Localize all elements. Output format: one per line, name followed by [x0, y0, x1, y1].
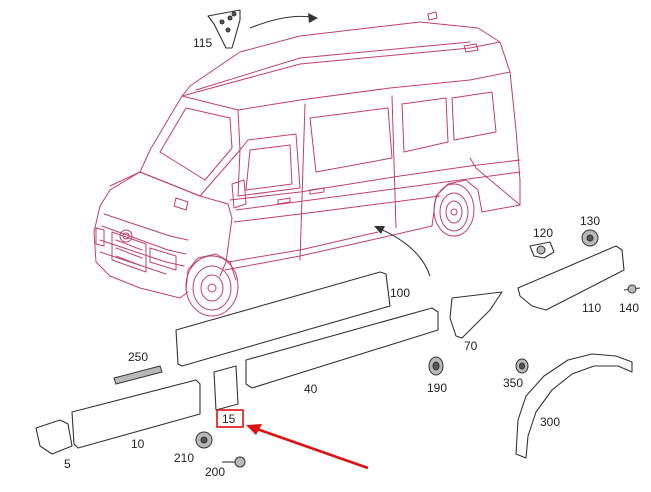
label-15: 15 — [222, 412, 236, 426]
label-115: 115 — [193, 36, 212, 50]
part-70-trim[interactable] — [449, 291, 503, 339]
part-115-bracket[interactable] — [207, 9, 241, 49]
label-250: 250 — [128, 350, 148, 364]
part-140-screw[interactable] — [623, 284, 641, 294]
part-300-wheel-arch[interactable] — [515, 353, 633, 459]
part-120-clip[interactable] — [529, 241, 555, 259]
label-40: 40 — [304, 382, 318, 396]
label-210: 210 — [174, 451, 194, 465]
label-350: 350 — [503, 376, 523, 390]
van-illustration — [93, 11, 521, 317]
label-110: 110 — [582, 301, 601, 315]
label-100: 100 — [390, 286, 410, 300]
part-200-bolt[interactable] — [222, 456, 246, 468]
arrow-side — [377, 227, 431, 277]
label-130: 130 — [580, 214, 600, 228]
label-10: 10 — [131, 437, 145, 451]
arrow-115 — [249, 15, 317, 29]
part-350-grommet[interactable] — [515, 358, 529, 374]
label-5: 5 — [64, 457, 71, 471]
part-210-washer[interactable] — [195, 431, 213, 449]
label-200: 200 — [205, 465, 225, 479]
label-70: 70 — [464, 339, 478, 353]
highlight-box — [216, 409, 244, 428]
part-190-grommet[interactable] — [428, 356, 444, 376]
label-190: 190 — [427, 381, 447, 395]
label-140: 140 — [619, 301, 639, 315]
part-5-endcap[interactable] — [35, 419, 73, 455]
arrow-side-head — [374, 226, 385, 234]
highlight-arrow — [253, 426, 369, 470]
part-40-trim[interactable] — [245, 307, 439, 389]
highlight-arrow-head — [246, 424, 262, 435]
part-250-trim[interactable] — [113, 365, 163, 385]
part-15-panel[interactable] — [213, 365, 239, 411]
part-10-trim[interactable] — [71, 379, 201, 449]
part-130-grommet[interactable] — [581, 229, 599, 247]
label-120: 120 — [533, 226, 553, 240]
arrow-115-head — [308, 13, 318, 23]
part-110-trim[interactable] — [517, 245, 625, 311]
label-300: 300 — [540, 415, 560, 429]
part-100-trim[interactable] — [175, 271, 391, 367]
